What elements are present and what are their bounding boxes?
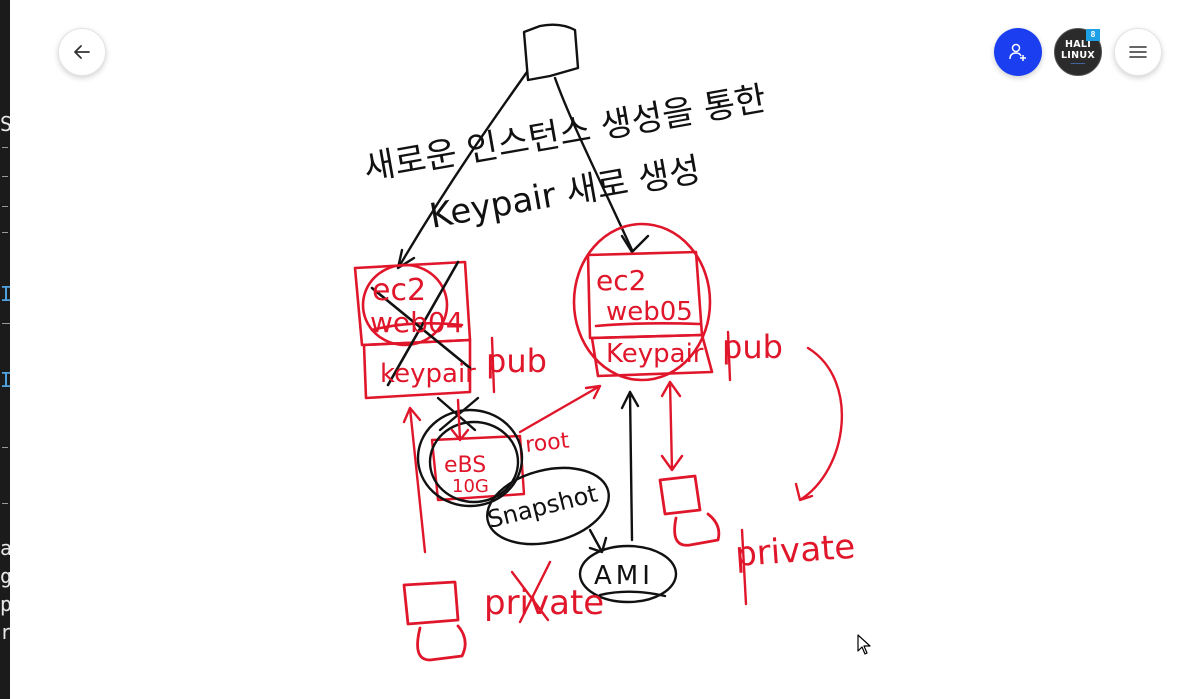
pub-left-stroke [490,336,496,394]
handwritten-snapshot-label: Snapshot [485,480,601,534]
handwritten-new-instance-name: ec2 [596,264,646,297]
handwritten-ebs-size: 10G [452,476,489,497]
cross-out-mark [370,260,472,387]
terminal-divider [2,503,8,504]
avatar-underline-decoration: ━━━━━━ [1070,60,1086,66]
ami-ellipse [578,390,678,604]
handwritten-pub-left: pub [486,342,547,380]
red-arrows [402,346,844,554]
add-user-icon [1009,43,1026,61]
terminal-divider [2,323,10,324]
handwritten-root-label: root [524,428,571,458]
new-instance-box [572,222,714,382]
arrow-to-old-instance [398,70,529,267]
old-instance-box [353,260,472,400]
avatar-line1: HALI [1064,38,1092,50]
terminal-text-fragment: av [0,536,10,560]
ec2-instance-template-box [396,23,650,270]
handwritten-ami-label: AMI [594,561,654,591]
handwritten-new-keypair: Keypair [606,339,704,369]
terminal-text-fragment: I [0,282,10,306]
terminal-text-fragment: ge [0,564,10,588]
terminal-divider [2,206,8,207]
background-terminal-window: S I I av ge p r( [0,0,10,699]
terminal-text-fragment: S [0,112,10,136]
old-keypair-box [362,338,472,400]
back-button[interactable] [58,28,106,76]
terminal-divider [2,176,8,177]
new-keypair-box [590,333,714,378]
private-key-left [402,580,467,662]
arrow-left-icon [74,45,90,59]
hamburger-menu-icon [1129,46,1147,58]
handwritten-old-instance-name: ec2 [372,273,426,308]
terminal-text-fragment: I [0,368,10,392]
private-left-cross [510,560,552,624]
invite-user-button[interactable] [994,28,1042,76]
terminal-text-fragment: p [0,592,10,616]
ebs-volume [430,434,526,502]
arrow-ami-to-new-instance [620,390,640,542]
handwritten-old-instance-label: web04 [370,306,464,339]
handwritten-private-right: private [734,527,857,575]
ebs-circle [416,396,524,508]
handwritten-new-instance-label: web05 [606,297,693,327]
avatar-line2: LINUX [1060,49,1096,61]
handwritten-old-keypair: keypair [380,359,476,389]
handwritten-private-left: private [484,583,604,623]
handwritten-ebs-label: eBS [444,453,486,478]
menu-button[interactable] [1114,28,1162,76]
terminal-divider [2,447,8,448]
pub-right-stroke [726,330,748,606]
mouse-pointer-icon [857,634,871,655]
private-key-right [658,474,721,547]
terminal-text-fragment: r( [0,620,10,644]
avatar-badge: 8 [1086,29,1100,41]
terminal-divider [2,147,8,148]
handwritten-pub-right: pub [722,328,783,366]
terminal-divider [2,232,8,233]
arrow-to-new-instance [553,76,634,252]
